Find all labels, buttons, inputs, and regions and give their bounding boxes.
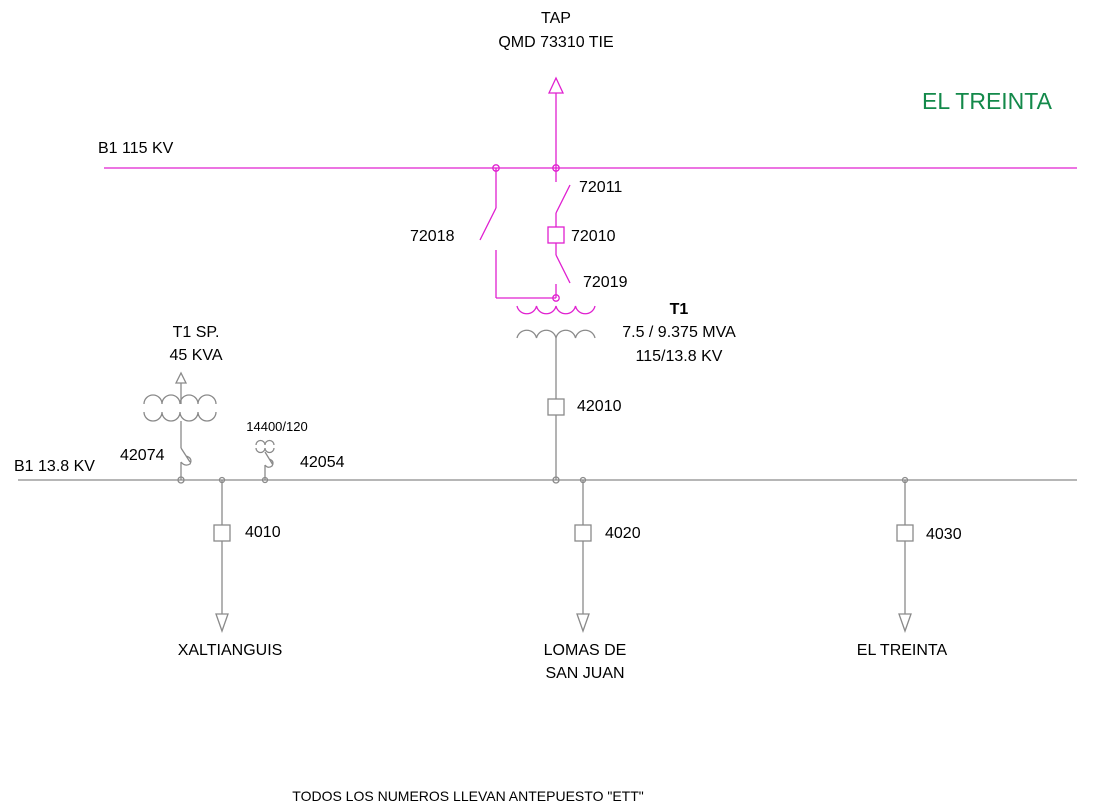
breaker-4010 [213,524,231,542]
switch-72018-blade [479,207,497,241]
breaker-72010 [547,226,565,244]
lv-section [18,329,1077,633]
switch-72018-label: 72018 [410,228,455,245]
transformer-voltage: 115/13.8 KV [636,348,723,365]
feeder-4020-arrow-icon [576,613,590,633]
transformer-rating: 7.5 / 9.375 MVA [622,324,736,341]
breaker-4030-label: 4030 [926,526,962,543]
breaker-42010-label: 42010 [577,398,622,415]
station-title: EL TREINTA [922,88,1053,114]
service-tx-lower-winding [143,411,217,422]
pt-ratio-label: 14400/120 [246,419,307,434]
breaker-72010-label: 72010 [571,228,616,245]
switch-72011-label: 72011 [579,179,622,196]
breaker-42010 [547,398,565,416]
feeder-4010-name: XALTIANGUIS [178,642,283,659]
t1-lv-winding [516,329,596,339]
switch-72019-blade [555,254,571,284]
hv-bus-label: B1 115 KV [98,140,174,157]
feeder-4020-name: LOMAS DE [544,642,627,659]
transformer-name: T1 [670,301,689,318]
fuse-42054-icon [264,451,274,468]
breaker-4030 [896,524,914,542]
service-tx-upper-winding [143,394,217,405]
transformer-hv-node [552,294,560,302]
fuse-42054-label: 42054 [300,454,345,471]
service-tx-name: T1 SP. [173,324,220,341]
switch-72011-blade [555,184,571,214]
pt-winding-lower [255,447,275,454]
tap-label: TAP [541,10,571,27]
lv-bus-label: B1 13.8 KV [14,458,95,475]
breaker-4020-label: 4020 [605,525,641,542]
fuse-42074-icon [180,447,192,466]
feeder-4010-arrow-icon [215,613,229,633]
feeder-4030-arrow-icon [898,613,912,633]
feeder-4030-name: EL TREINTA [857,642,948,659]
fuse-42074-label: 42074 [120,447,165,464]
pt-winding [255,439,275,446]
breaker-4010-label: 4010 [245,524,281,541]
switch-72019-label: 72019 [583,274,628,291]
breaker-4020 [574,524,592,542]
t1-hv-winding [516,305,596,315]
footnote: TODOS LOS NUMEROS LLEVAN ANTEPUESTO "ETT… [292,788,643,804]
service-tx-arrow-icon [174,371,188,384]
feeder-4020-name-line2: SAN JUAN [545,665,624,682]
hv-section [104,76,1077,315]
service-tx-rating: 45 KVA [169,347,222,364]
lv-bus-node-t1 [552,476,560,484]
tap-line-name: QMD 73310 TIE [498,34,613,51]
tap-arrow-icon [547,76,565,94]
